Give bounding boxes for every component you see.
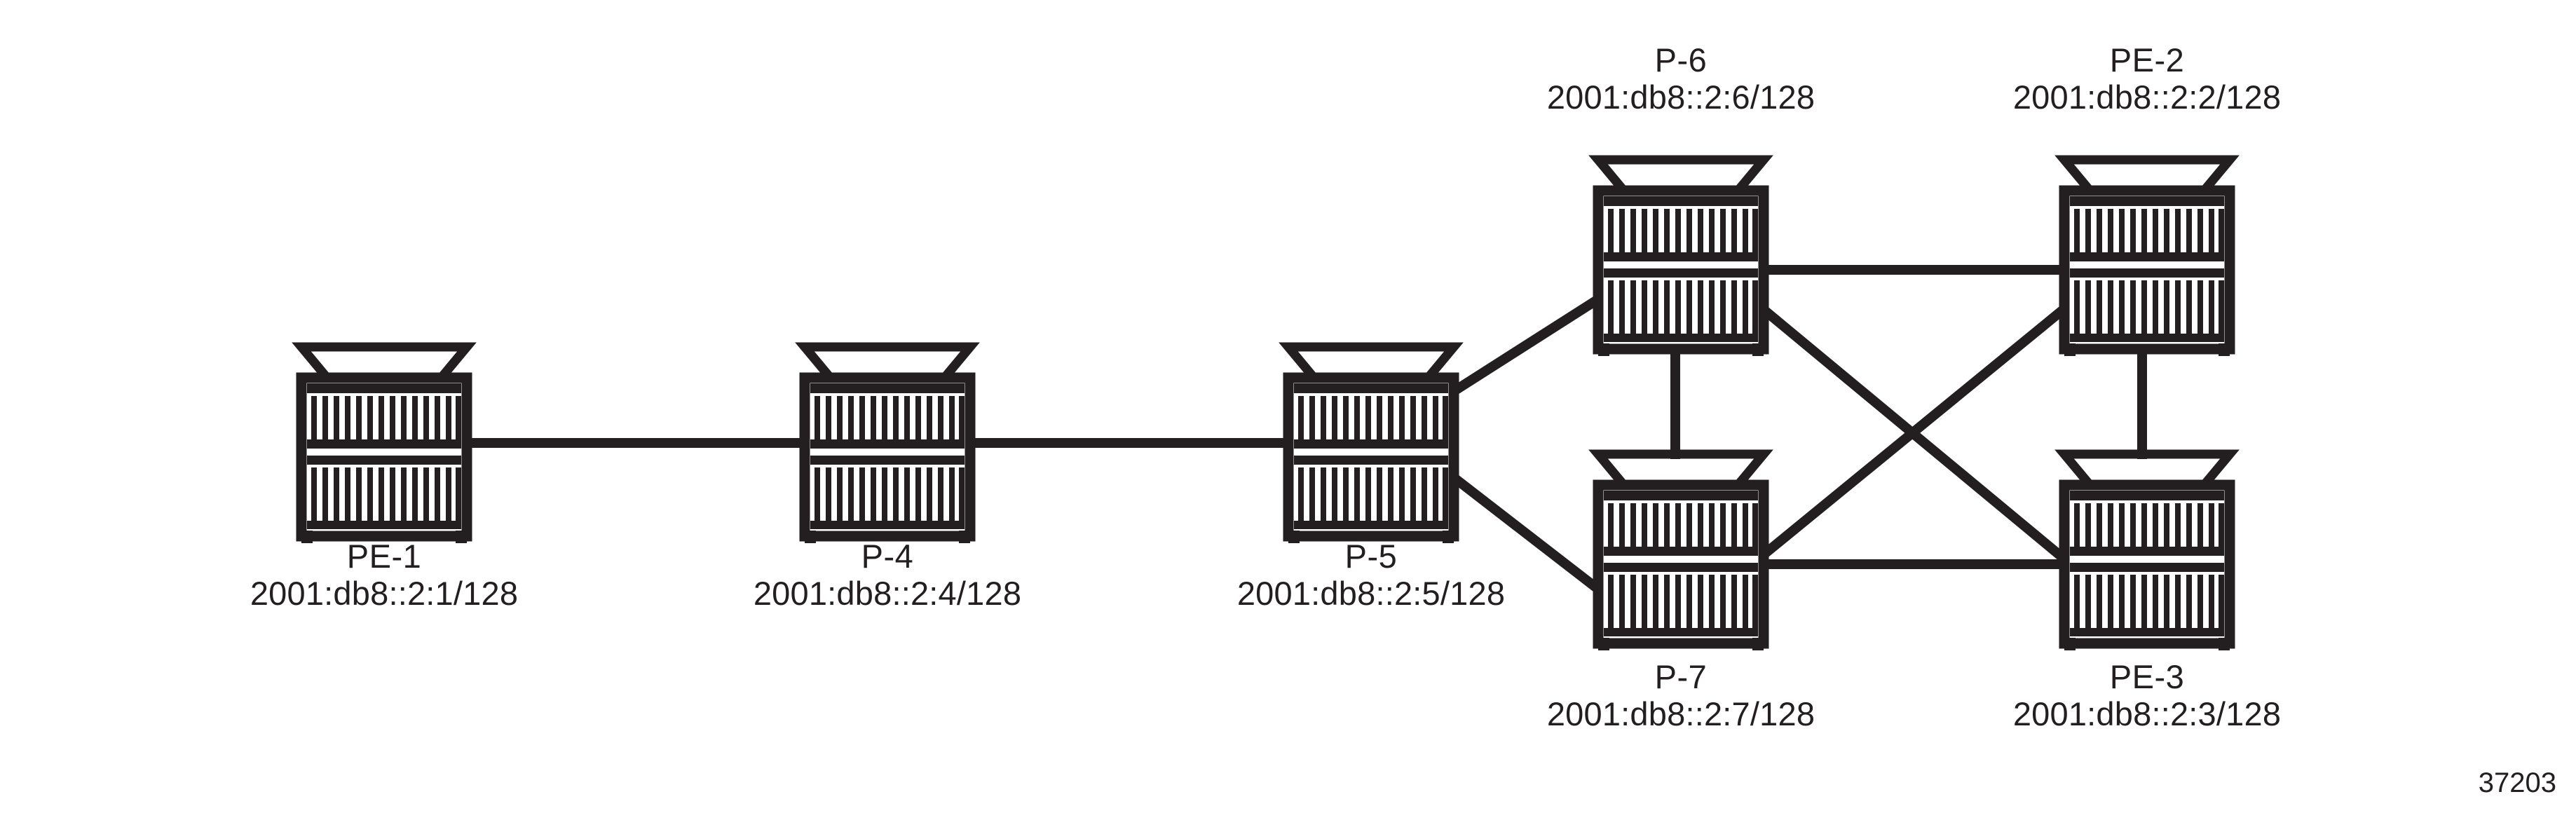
router-chassis-icon-pe2[interactable] [2064, 160, 2230, 356]
router-chassis-icon-pe3[interactable] [2064, 454, 2230, 650]
router-chassis-icon-pe1[interactable] [301, 347, 467, 543]
router-chassis-icon-p4[interactable] [805, 347, 970, 543]
links-layer [397, 265, 2147, 595]
router-chassis-icon-p6[interactable] [1598, 160, 1764, 356]
link-p7-pe2 [1754, 303, 2070, 563]
router-chassis-icon-p5[interactable] [1288, 347, 1454, 543]
figure-id-label: 37203 [2478, 767, 2556, 798]
router-chassis-icon-p7[interactable] [1598, 454, 1764, 650]
